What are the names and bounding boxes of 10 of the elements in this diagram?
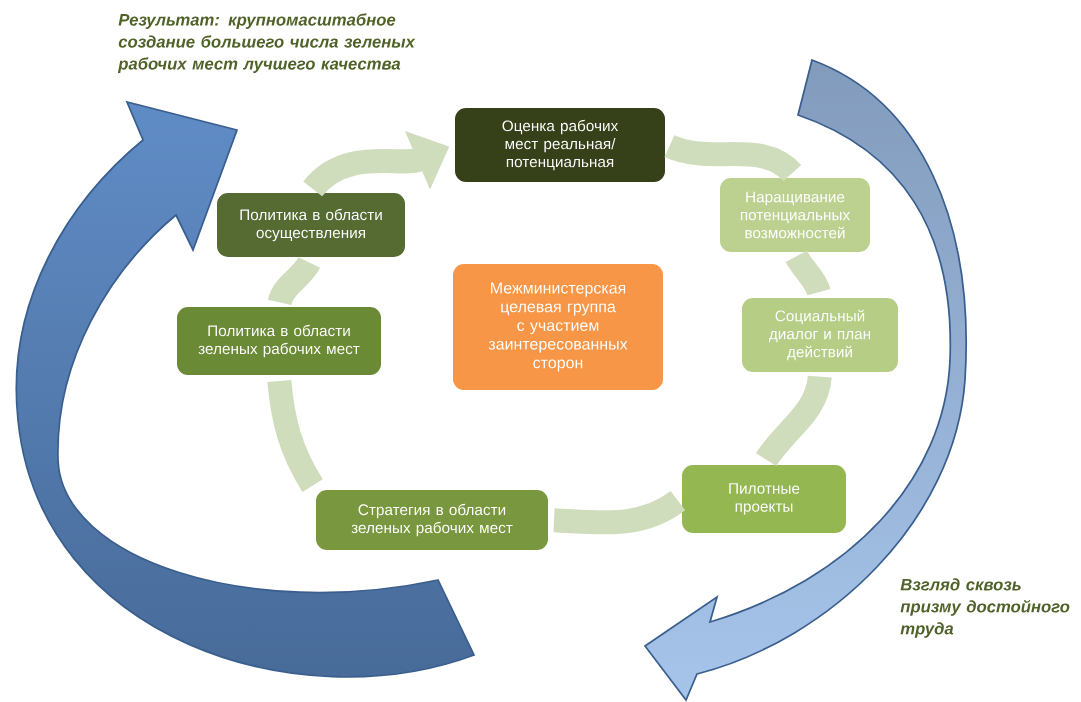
process-box: Стратегия в области зеленых рабочих мест bbox=[314, 488, 550, 552]
center-box: Межминистерская целевая группа с участием заинтересованных сторон bbox=[451, 262, 665, 392]
caption-text: Результат: крупномасштабное создание большего числа зеленых рабочих мест лучшего качества bbox=[117, 13, 416, 73]
process-box: Политика в области зеленых рабочих мест bbox=[175, 305, 383, 377]
caption-text: Взгляд сквозь призму достойного труда bbox=[900, 578, 1070, 638]
process-box: Наращивание потенциальных возможностей bbox=[718, 176, 872, 254]
process-box: Социальный диалог и план действий bbox=[740, 296, 900, 374]
process-box: Политика в области осуществления bbox=[215, 191, 407, 259]
process-box: Пилотные проекты bbox=[680, 463, 848, 535]
process-box: Оценка рабочих мест реальная/ потенциальная bbox=[453, 106, 667, 184]
